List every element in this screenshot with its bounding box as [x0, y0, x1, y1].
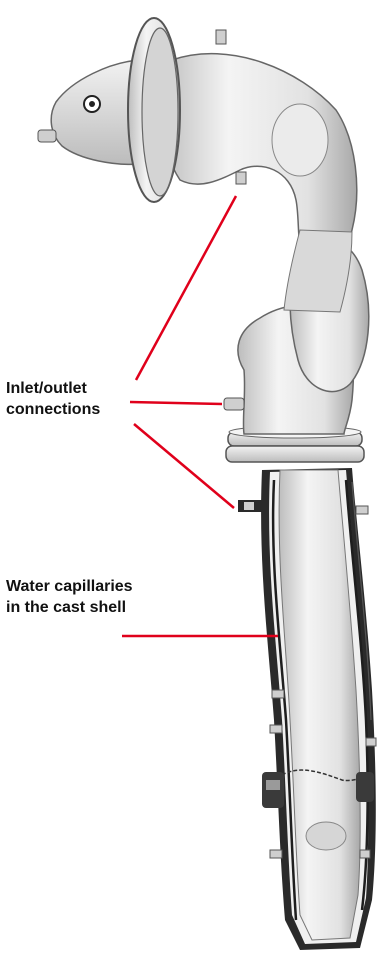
leader-line-inlet-middle	[130, 402, 222, 404]
stud	[236, 172, 246, 184]
stud	[270, 725, 282, 733]
stud	[366, 738, 376, 746]
water-capillaries-label-line1: Water capillaries	[6, 576, 133, 597]
upper-body	[38, 18, 369, 434]
stud	[216, 30, 226, 44]
lower-tube	[238, 468, 376, 950]
leader-line-inlet-top	[136, 196, 236, 380]
inlet-outlet-label-line2: connections	[6, 399, 100, 420]
stud	[272, 690, 284, 698]
inlet-connector	[224, 398, 244, 410]
clamp-block	[356, 772, 374, 802]
leader-line-inlet-bottom	[134, 424, 234, 508]
inlet-outlet-label-line1: Inlet/outlet	[6, 378, 100, 399]
water-capillaries-label: Water capillaries in the cast shell	[6, 576, 133, 618]
inlet-outlet-label: Inlet/outlet connections	[6, 378, 100, 420]
stud	[360, 850, 370, 858]
stud	[270, 850, 282, 858]
stud	[356, 506, 368, 514]
water-capillaries-label-line2: in the cast shell	[6, 597, 133, 618]
